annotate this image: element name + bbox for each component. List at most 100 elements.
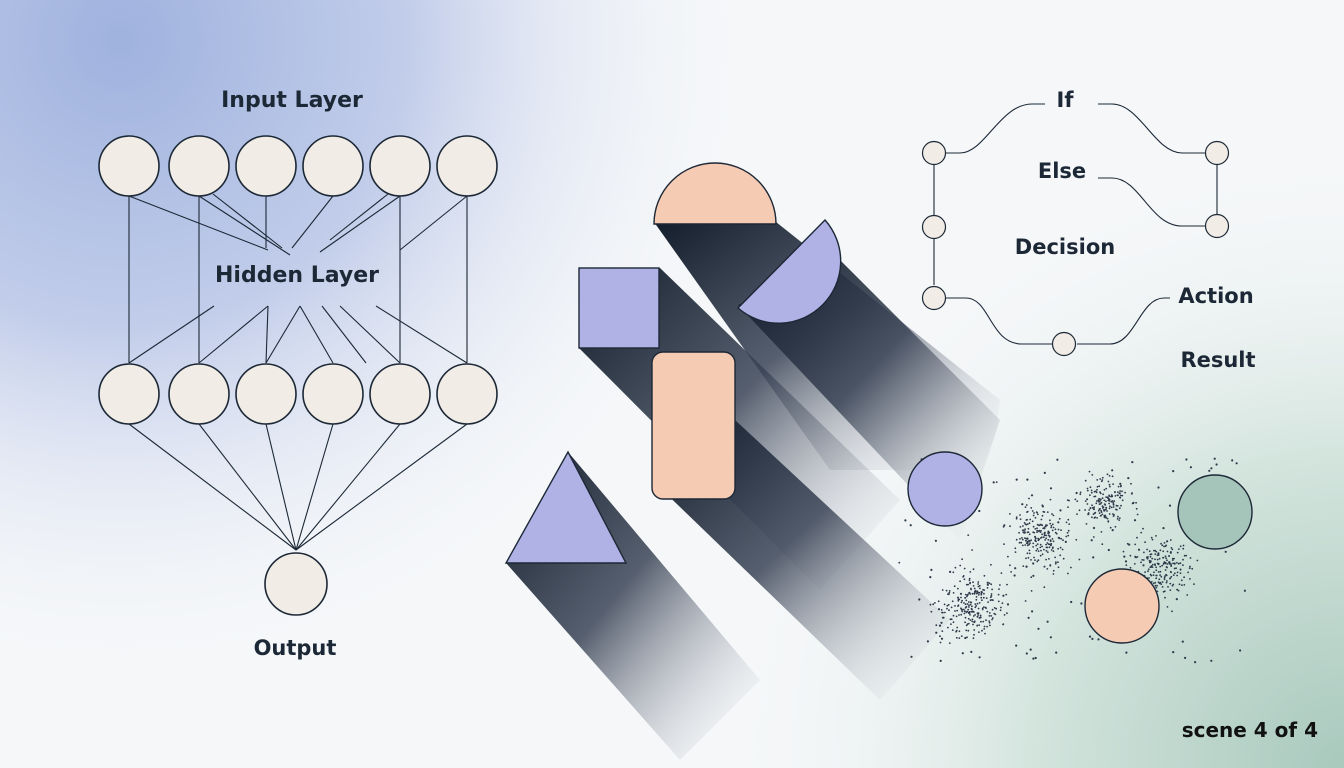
scatter-point bbox=[978, 509, 981, 513]
scatter-point bbox=[1166, 566, 1168, 569]
input-layer-label: Input Layer bbox=[221, 88, 363, 113]
scatter-point bbox=[1111, 529, 1114, 532]
scatter-point bbox=[926, 640, 930, 643]
scatter-point bbox=[1014, 551, 1017, 553]
scatter-point bbox=[1137, 548, 1141, 551]
scatter-point bbox=[1119, 494, 1122, 497]
scatter-point bbox=[1022, 525, 1024, 527]
scatter-point bbox=[965, 599, 968, 602]
scatter-point bbox=[980, 593, 983, 596]
scatter-point bbox=[1015, 516, 1018, 519]
scatter-point bbox=[1119, 496, 1122, 499]
scatter-point bbox=[1037, 559, 1040, 562]
scatter-point bbox=[986, 583, 989, 586]
scatter-point bbox=[935, 631, 938, 634]
scatter-point bbox=[1134, 555, 1137, 559]
scatter-point bbox=[1105, 506, 1108, 509]
scatter-point bbox=[1156, 562, 1159, 565]
scatter-point bbox=[970, 610, 973, 613]
scatter-point bbox=[1210, 467, 1213, 470]
scatter-point bbox=[1180, 579, 1183, 582]
scatter-point bbox=[1169, 551, 1172, 554]
scatter-point bbox=[1050, 549, 1053, 551]
scatter-point bbox=[1058, 517, 1061, 520]
scatter-point bbox=[1033, 512, 1035, 514]
scatter-point bbox=[954, 610, 956, 612]
scatter-point bbox=[1157, 581, 1160, 583]
scatter-point bbox=[974, 606, 977, 609]
scatter-point bbox=[1056, 458, 1059, 461]
scatter-point bbox=[1036, 560, 1039, 563]
scatter-point bbox=[1108, 513, 1111, 515]
scatter-point bbox=[985, 607, 987, 609]
scatter-point bbox=[1117, 515, 1119, 518]
scatter-point bbox=[1181, 640, 1184, 643]
scatter-point bbox=[977, 581, 980, 583]
scatter-point bbox=[1156, 584, 1158, 587]
scatter-point bbox=[1131, 461, 1134, 464]
scatter-point bbox=[971, 592, 974, 595]
scatter-point bbox=[1151, 563, 1154, 566]
scatter-point bbox=[970, 588, 972, 591]
scatter-point bbox=[1172, 574, 1175, 576]
scatter-point bbox=[934, 539, 938, 542]
scatter-point bbox=[1181, 584, 1183, 586]
scatter-point bbox=[961, 652, 964, 655]
scatter-point bbox=[1187, 571, 1189, 574]
scatter-point bbox=[982, 620, 985, 623]
scatter-point bbox=[1005, 593, 1008, 596]
scatter-point bbox=[1067, 572, 1069, 575]
scatter-point bbox=[1118, 517, 1121, 519]
scatter-point bbox=[939, 641, 942, 644]
scatter-point bbox=[1041, 545, 1043, 548]
scatter-point bbox=[1140, 531, 1143, 534]
scatter-point bbox=[1107, 548, 1110, 552]
scatter-point bbox=[1046, 511, 1049, 513]
scatter-point bbox=[981, 607, 984, 610]
scatter-point bbox=[968, 579, 971, 582]
scatter-point bbox=[1034, 656, 1037, 660]
peach-rectangle-shape bbox=[651, 351, 736, 500]
scatter-point bbox=[1100, 531, 1103, 533]
scatter-point bbox=[989, 596, 992, 599]
scatter-point bbox=[1095, 502, 1098, 505]
scatter-point bbox=[959, 564, 962, 567]
scatter-point bbox=[1054, 556, 1056, 559]
scatter-point bbox=[1086, 498, 1089, 501]
scatter-point bbox=[990, 563, 992, 566]
scatter-point bbox=[1188, 567, 1191, 570]
input-node bbox=[302, 135, 364, 197]
scatter-point bbox=[1129, 566, 1132, 569]
scatter-point bbox=[1096, 517, 1098, 519]
scatter-point bbox=[967, 601, 970, 603]
scatter-point bbox=[1021, 503, 1024, 506]
scatter-point bbox=[1184, 656, 1187, 660]
scatter-point bbox=[1015, 478, 1018, 481]
scatter-point bbox=[1036, 531, 1038, 533]
scatter-point bbox=[978, 624, 981, 626]
scatter-point bbox=[958, 630, 961, 633]
scatter-point bbox=[1088, 509, 1091, 511]
scatter-point bbox=[1091, 507, 1094, 509]
scatter-point bbox=[1111, 475, 1114, 478]
scatter-point bbox=[1194, 661, 1197, 664]
scatter-point bbox=[1014, 547, 1017, 550]
scatter-point bbox=[1034, 559, 1036, 561]
scatter-point bbox=[1067, 506, 1069, 508]
scatter-point bbox=[947, 603, 950, 606]
scatter-point bbox=[1059, 554, 1062, 557]
scatter-point bbox=[1147, 570, 1149, 573]
scatter-point bbox=[1170, 575, 1173, 578]
scatter-point bbox=[1155, 569, 1158, 572]
scatter-point bbox=[1136, 556, 1139, 558]
scatter-point bbox=[999, 609, 1002, 612]
scatter-point bbox=[1054, 528, 1057, 531]
scatter-point bbox=[1075, 538, 1078, 541]
scatter-point bbox=[1161, 544, 1164, 547]
scatter-point bbox=[1093, 508, 1095, 511]
scatter-point bbox=[1028, 543, 1031, 546]
scatter-point bbox=[988, 620, 991, 622]
scatter-point bbox=[963, 578, 966, 581]
scatter-point bbox=[1030, 494, 1034, 497]
scatter-point bbox=[1000, 606, 1002, 609]
